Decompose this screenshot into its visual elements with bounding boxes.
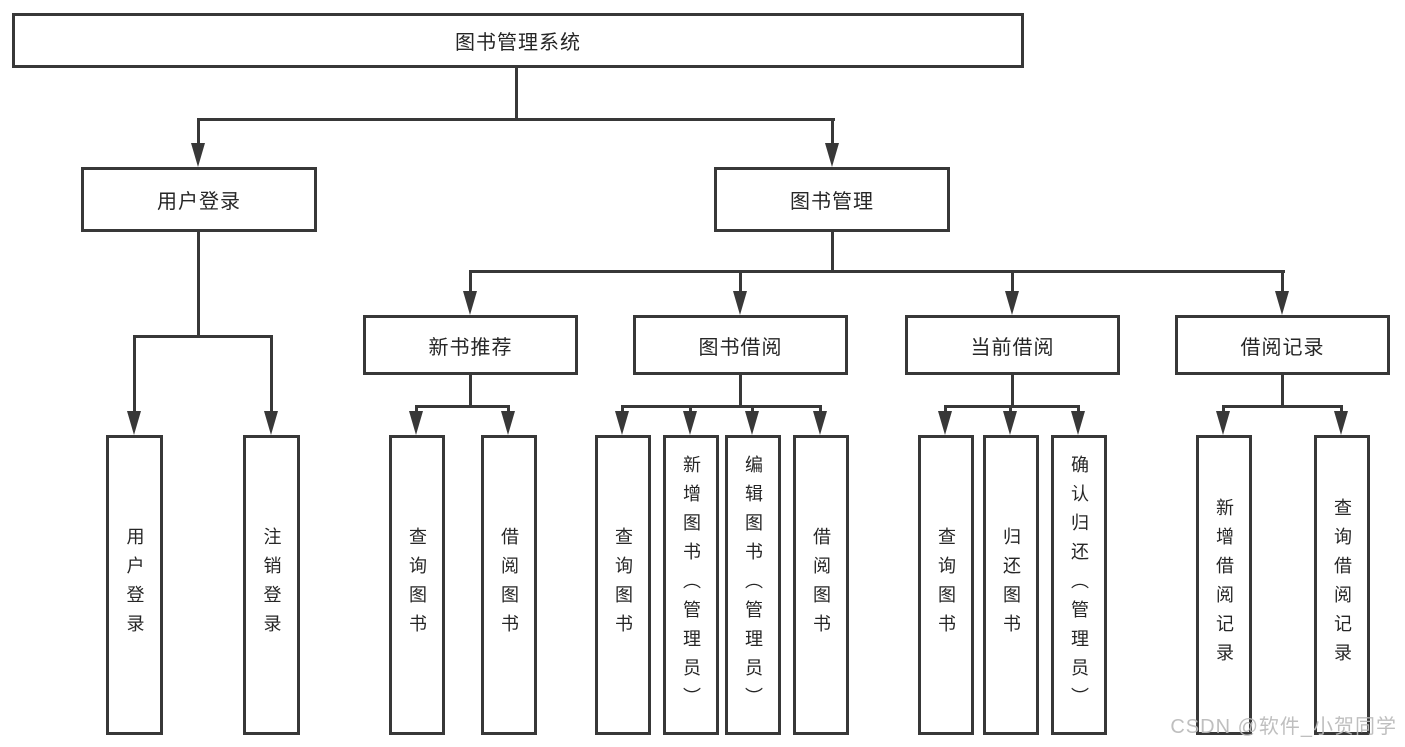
node-label: 新增图书（管理员） [681,454,701,716]
arrow-head [463,291,477,315]
arrow-head [938,411,952,435]
leaf-logout: 注销登录 [243,435,300,735]
arrow-head [1334,411,1348,435]
leaf-return-book: 归还图书 [983,435,1039,735]
node-label: 图书借阅 [698,336,783,359]
node-current-borrowing: 当前借阅 [905,315,1120,375]
node-label: 注销登录 [261,527,282,643]
v-line [819,405,822,413]
v-line [270,335,273,413]
node-label: 新书推荐 [428,336,513,359]
csdn-watermark: CSDN @软件_小贺同学 [1170,716,1397,738]
arrow-head [1003,411,1017,435]
node-label: 编辑图书（管理员） [743,454,763,716]
v-line [739,375,742,405]
node-label: 图书管理系统 [455,32,581,54]
node-book-borrowing: 图书借阅 [633,315,848,375]
leaf-confirm-return-admin: 确认归还（管理员） [1051,435,1107,735]
v-line [1281,375,1284,405]
arrow-head [1071,411,1085,435]
v-line [507,405,510,413]
leaf-edit-book-admin: 编辑图书（管理员） [725,435,781,735]
h-line [944,405,1080,408]
v-line [1011,270,1014,293]
v-line [944,405,947,413]
node-label: 用户登录 [157,191,241,213]
node-label: 查询图书 [936,527,956,643]
v-line [831,232,834,270]
h-line [133,335,273,338]
leaf-add-book-admin: 新增图书（管理员） [663,435,719,735]
node-label: 确认归还（管理员） [1069,454,1089,716]
node-label: 查询图书 [407,527,427,643]
arrow-head [733,291,747,315]
arrow-head [409,411,423,435]
leaf-borrow-books-borrowing: 借阅图书 [793,435,849,735]
leaf-query-books-recommend: 查询图书 [389,435,445,735]
v-line [469,270,472,293]
arrow-head [127,411,141,435]
leaf-query-books-current: 查询图书 [918,435,974,735]
arrow-head [1005,291,1019,315]
arrow-head [264,411,278,435]
v-line [1077,405,1080,413]
arrow-head [615,411,629,435]
arrow-head [1275,291,1289,315]
node-new-book-recommend: 新书推荐 [363,315,578,375]
arrow-head [745,411,759,435]
v-line [1009,405,1012,413]
v-line [133,335,136,413]
arrow-head [813,411,827,435]
v-line [1011,375,1014,405]
h-line [621,405,821,408]
leaf-query-borrow-record: 查询借阅记录 [1314,435,1370,735]
v-line [415,405,418,413]
leaf-borrow-books-recommend: 借阅图书 [481,435,537,735]
v-line [831,118,834,144]
node-label: 当前借阅 [970,336,1055,359]
node-library-management-system: 图书管理系统 [12,13,1024,68]
arrow-head [501,411,515,435]
v-line [469,375,472,405]
v-line [621,405,624,413]
leaf-add-borrow-record: 新增借阅记录 [1196,435,1252,735]
node-label: 借阅图书 [811,527,831,643]
node-user-login: 用户登录 [81,167,317,232]
v-line [197,232,200,335]
leaf-user-login: 用户登录 [106,435,163,735]
v-line [751,405,754,413]
v-line [515,68,518,118]
v-line [1340,405,1343,413]
arrow-head [825,143,839,167]
v-line [739,270,742,293]
h-line [197,118,835,121]
node-label: 借阅图书 [499,527,519,643]
arrow-head [1216,411,1230,435]
node-label: 新增借阅记录 [1214,498,1234,672]
node-label: 图书管理 [790,191,874,213]
node-label: 用户登录 [124,527,145,643]
arrow-head [683,411,697,435]
h-line [469,270,1285,273]
h-line [415,405,510,408]
node-label: 查询图书 [613,527,633,643]
node-label: 查询借阅记录 [1332,498,1352,672]
v-line [197,118,200,144]
v-line [1281,270,1284,293]
node-label: 借阅记录 [1240,336,1325,359]
v-line [689,405,692,413]
h-line [1222,405,1342,408]
node-book-management: 图书管理 [714,167,950,232]
v-line [1222,405,1225,413]
node-borrowing-records: 借阅记录 [1175,315,1390,375]
node-label: 归还图书 [1001,527,1021,643]
arrow-head [191,143,205,167]
leaf-query-books-borrowing: 查询图书 [595,435,651,735]
